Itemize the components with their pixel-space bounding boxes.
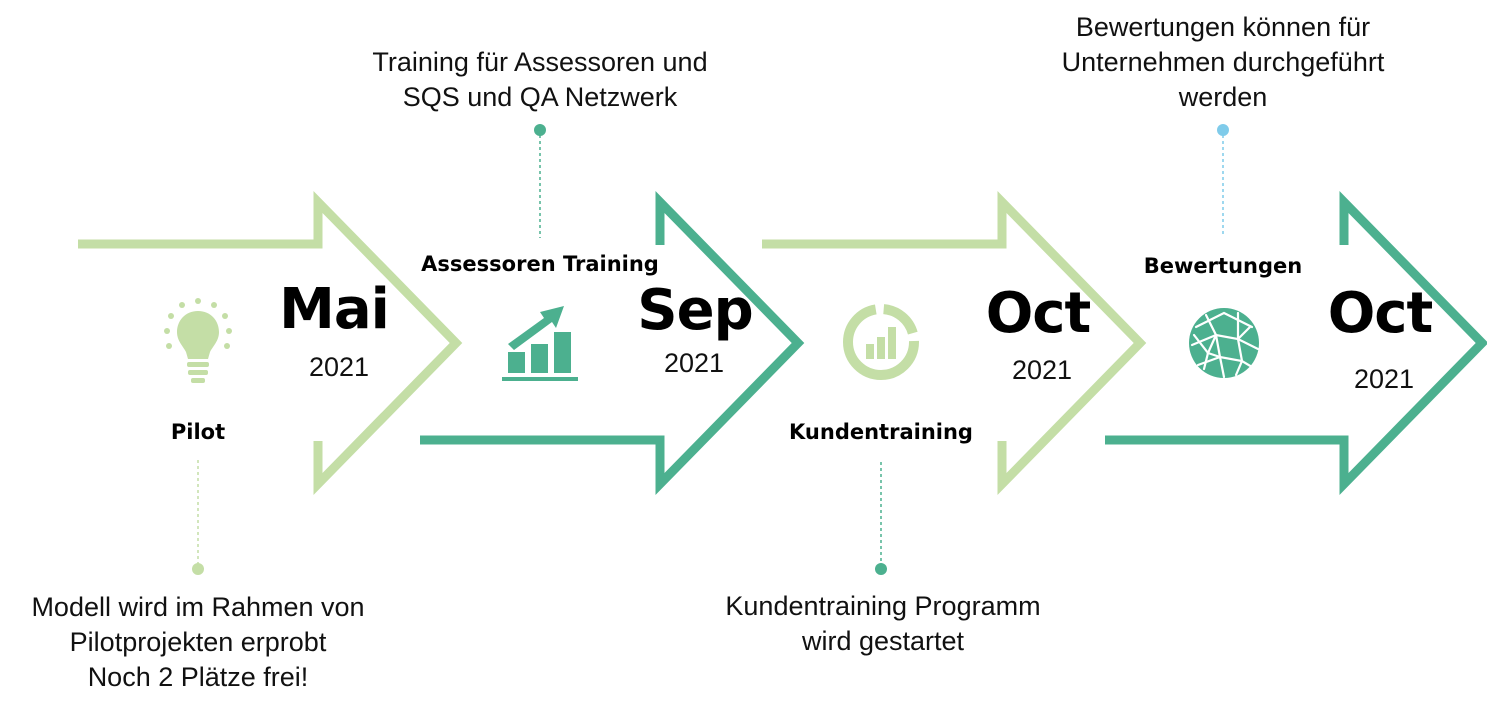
phase-title-kundentraining: Kundentraining [789,420,973,444]
connector-dot-bewertungen [1217,124,1229,136]
phase-year-kundentraining: 2021 [1011,355,1073,385]
phase-month-assessoren-training: Sep [637,278,753,343]
phase-description-kundentraining: Kundentraining Programm wird gestartet [725,591,1041,656]
donut-bar-chart-icon [843,304,919,380]
arrow-3 [762,190,1147,496]
phase-description-assessoren-training: Training für Assessoren und SQS und QA N… [372,47,708,112]
phase-month-bewertungen: Oct [1327,281,1434,346]
phase-description-pilot: Modell wird im Rahmen von Pilotprojekten… [31,592,365,692]
phase-title-assessoren-training: Assessoren Training [421,252,659,276]
growth-chart-icon [502,306,578,381]
globe-icon [1189,308,1260,379]
phase-year-pilot: 2021 [308,352,370,382]
phase-year-assessoren-training: 2021 [663,348,725,378]
phase-month-kundentraining: Oct [985,281,1092,346]
arrow-4 [1105,190,1487,496]
connector-dot-kunden [875,563,887,575]
connector-dot-assessoren [534,124,546,136]
arrow-1 [78,190,463,496]
phase-title-bewertungen: Bewertungen [1143,254,1303,278]
phase-month-pilot: Mai [279,277,390,342]
lightbulb-icon [164,298,232,383]
arrow-2 [420,190,805,496]
phase-title-pilot: Pilot [170,420,226,444]
phase-year-bewertungen: 2021 [1353,364,1415,394]
connector-dot-pilot [192,563,204,575]
phase-description-bewertungen: Bewertungen können für Unternehmen durch… [1061,12,1385,112]
